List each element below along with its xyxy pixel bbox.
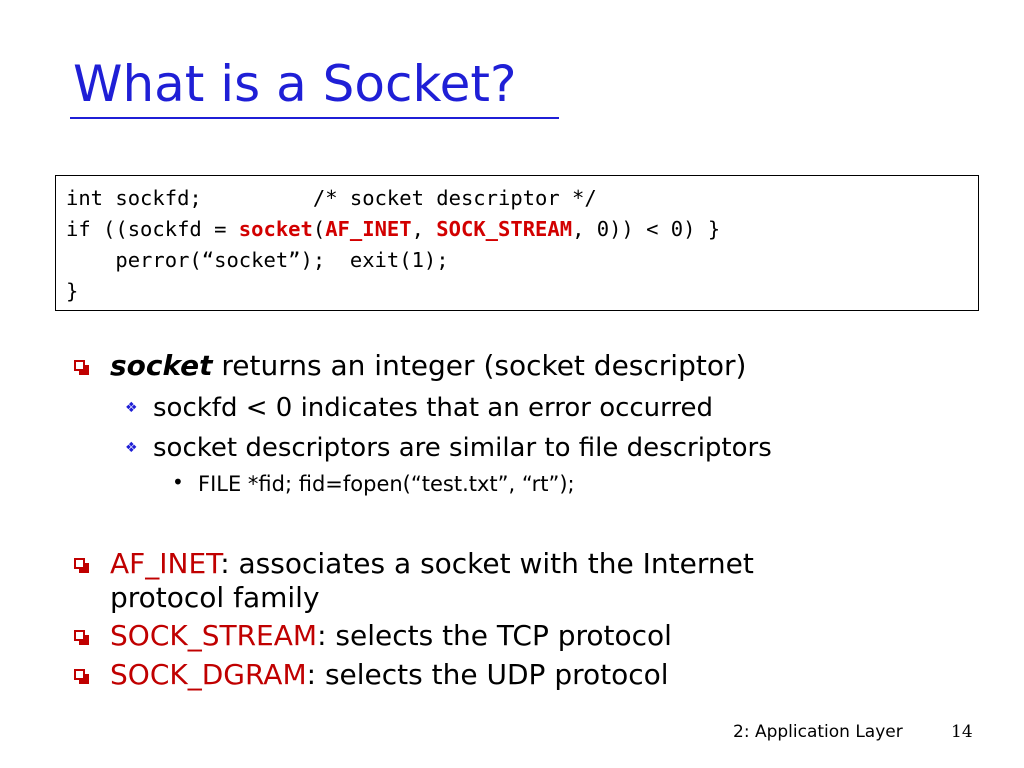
code-af-inet: AF_INET [325,217,412,241]
bullet-text: : selects the TCP protocol [317,619,672,652]
page-number: 14 [951,722,973,742]
footer-section: 2: Application Layer [733,722,903,742]
keyword-sock-stream: SOCK_STREAM [110,619,318,652]
code-comment: /* socket descriptor */ [312,186,597,210]
code-close-brace: } [66,279,79,303]
bullet-socket-returns: socket returns an integer (socket descri… [110,349,746,383]
sub-bullet-descriptors: socket descriptors are similar to file d… [153,433,772,463]
keyword-sock-dgram: SOCK_DGRAM [110,658,307,691]
code-sep: , [411,217,437,241]
box-bullet-icon [74,669,89,684]
bullet-af-inet-cont: protocol family [110,581,320,614]
diamond-bullet-icon: ❖ [125,400,138,416]
box-bullet-icon [74,630,89,645]
sub-bullet-sockfd: sockfd < 0 indicates that an error occur… [153,393,714,423]
code-line-1: int sockfd; /* socket descriptor */ [66,183,978,214]
code-line-2: if ((sockfd = socket(AF_INET, SOCK_STREA… [66,214,978,245]
code-line-4: } [66,276,978,307]
code-sock-stream: SOCK_STREAM [436,217,573,241]
code-decl: int sockfd; [66,186,202,210]
box-bullet-icon [74,558,89,573]
box-bullet-icon [74,360,89,375]
diamond-bullet-icon: ❖ [125,440,138,456]
bullet-text: returns an integer (socket descriptor) [212,349,747,382]
code-line-3: perror(“socket”); exit(1); [66,245,978,276]
code-paren: ( [312,217,326,241]
code-perror: perror(“socket”); exit(1); [115,248,449,272]
bullet-sock-dgram: SOCK_DGRAM: selects the UDP protocol [110,658,669,692]
dot-bullet-icon: • [172,470,184,494]
keyword-af-inet: AF_INET [110,547,221,580]
slide-title: What is a Socket? [73,55,517,113]
bullet-af-inet: AF_INET: associates a socket with the In… [110,547,754,581]
title-underline [70,117,559,119]
code-block: int sockfd; /* socket descriptor */ if (… [55,175,979,311]
bullet-sock-stream: SOCK_STREAM: selects the TCP protocol [110,619,672,653]
sub-sub-bullet-fopen: FILE *fid; fid=fopen(“test.txt”, “rt”); [198,472,575,496]
code-rest: , 0)) < 0) } [572,217,721,241]
keyword-socket: socket [110,349,213,382]
bullet-text: : associates a socket with the Internet [220,547,754,580]
code-if: if ((sockfd = [66,217,239,241]
code-socket-fn: socket [238,217,313,241]
bullet-text: : selects the UDP protocol [306,658,669,691]
